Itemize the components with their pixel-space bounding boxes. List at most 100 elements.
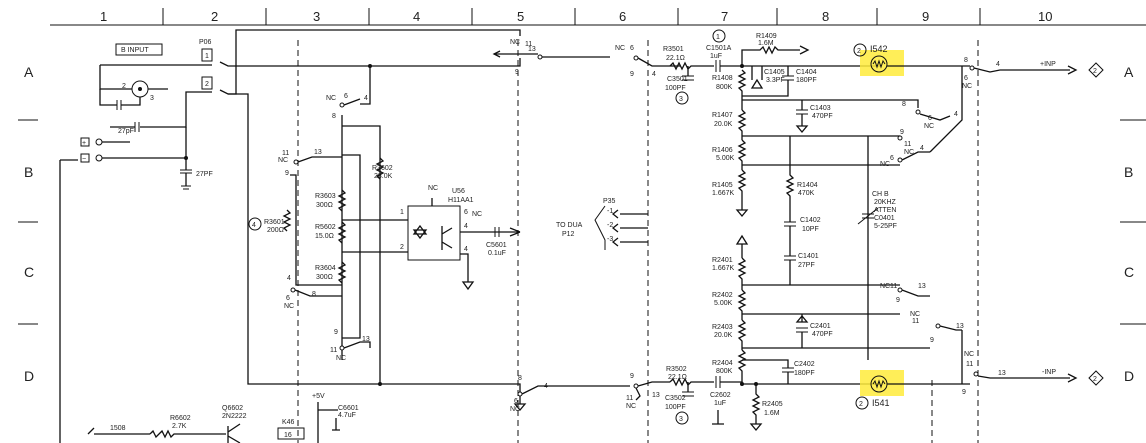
b-input-label: B INPUT — [121, 47, 149, 54]
svg-text:2N2222: 2N2222 — [222, 413, 247, 420]
attenuator-switch-bank: NC 6 4 8 11 NC 13 9 4 R3601 200Ω R3603 3… — [248, 64, 408, 386]
svg-text:2: 2 — [1093, 376, 1097, 383]
callout-4-icon — [248, 217, 262, 231]
callout-1-icon — [712, 29, 726, 43]
col-label-3: 3 — [313, 9, 320, 24]
row-label-c: C — [24, 264, 34, 280]
c6601-label: C6601 — [338, 405, 359, 412]
svg-text:3: 3 — [679, 96, 683, 103]
svg-text:1uF: 1uF — [710, 53, 722, 60]
c5601-label: C5601 — [486, 242, 507, 249]
callout-2b-icon — [855, 396, 869, 410]
c1402-label: C1402 — [800, 217, 821, 224]
row-label-c-right: C — [1124, 264, 1134, 280]
right-ruler: A B C D — [1120, 64, 1146, 384]
relay-driver: 1508 R6602 2.7K Q6602 2N2222 K46 16 +5V … — [87, 393, 359, 443]
c1404-label: C1404 — [796, 69, 817, 76]
r2403-label: R2403 — [712, 324, 733, 331]
col-label-8: 8 — [822, 9, 829, 24]
col-label-7: 7 — [721, 9, 728, 24]
svg-text:4: 4 — [252, 222, 256, 229]
i541-group: 2 I541 9 NC 11 13 -INP 2 — [855, 351, 1104, 410]
ground-icon — [461, 281, 475, 291]
u56-optocoupler: NC U56 H11AA1 1 2 6 NC 4 4 C5601 0.1uF — [400, 185, 521, 291]
svg-text:9: 9 — [630, 373, 634, 380]
row-label-a: A — [24, 64, 34, 80]
r3502-label: R3502 — [666, 366, 687, 373]
svg-text:1.667K: 1.667K — [712, 265, 735, 272]
b-input-block: B INPUT P06 1 2 2 3 27pF + − 27PF — [80, 39, 213, 190]
r3601-label: R3601 — [264, 219, 285, 226]
svg-text:2: 2 — [122, 83, 126, 90]
net-1508-label: 1508 — [110, 425, 126, 432]
svg-text:NC: NC — [336, 355, 346, 362]
svg-text:NC: NC — [472, 211, 482, 218]
svg-text:11: 11 — [890, 283, 897, 290]
svg-text:6: 6 — [964, 75, 968, 82]
u56-label: U56 — [452, 188, 465, 195]
input-series-top: R3501 22.1Ω 1 C1501A 1uF C3501 100PF 3 R… — [663, 29, 880, 105]
svg-text:13: 13 — [528, 46, 536, 53]
switch-col5-top: NC 11 13 9 NC 6 4 9 — [492, 39, 680, 78]
r1408-label: R1408 — [712, 75, 733, 82]
svg-text:13: 13 — [956, 323, 964, 330]
svg-text:NC: NC — [962, 83, 972, 90]
plus-inp-label: +INP — [1040, 61, 1056, 68]
svg-text:P12: P12 — [562, 231, 575, 238]
i541-label: I541 — [872, 398, 890, 408]
r1409-label: R1409 — [756, 33, 777, 40]
svg-text:8: 8 — [902, 101, 906, 108]
svg-text:11: 11 — [330, 347, 337, 354]
plus-terminal-icon — [80, 137, 90, 147]
c2401-label: C2401 — [810, 323, 831, 330]
svg-text:8: 8 — [312, 291, 316, 298]
svg-text:100PF: 100PF — [665, 85, 686, 92]
svg-text:ATTEN: ATTEN — [874, 207, 896, 214]
svg-text:-1: -1 — [607, 208, 613, 215]
svg-text:13: 13 — [314, 149, 322, 156]
svg-text:9: 9 — [930, 337, 934, 344]
row-label-d-right: D — [1124, 368, 1134, 384]
svg-text:NC: NC — [510, 39, 520, 46]
svg-text:100PF: 100PF — [665, 404, 686, 411]
svg-text:NC: NC — [924, 123, 934, 130]
svg-text:6: 6 — [890, 155, 894, 162]
cap-27pf-a: 27pF — [118, 128, 134, 135]
c0401-label: C0401 — [874, 215, 895, 222]
svg-text:9: 9 — [900, 129, 904, 136]
svg-text:13: 13 — [918, 283, 926, 290]
svg-text:4.7uF: 4.7uF — [338, 412, 356, 419]
col-label-10: 10 — [1038, 9, 1052, 24]
svg-text:2: 2 — [400, 244, 404, 251]
svg-text:20KHZ: 20KHZ — [874, 199, 897, 206]
r1404-label: R1404 — [797, 182, 818, 189]
input-wiring — [59, 29, 521, 443]
svg-text:470K: 470K — [798, 190, 815, 197]
svg-text:5.00K: 5.00K — [714, 300, 733, 307]
col-label-2: 2 — [211, 9, 218, 24]
svg-text:22.1Ω: 22.1Ω — [666, 55, 685, 62]
minus-terminal-icon — [80, 153, 90, 163]
svg-text:+: + — [82, 140, 86, 147]
svg-text:2: 2 — [859, 401, 863, 408]
svg-text:27PF: 27PF — [798, 262, 815, 269]
svg-text:28.0K: 28.0K — [374, 173, 393, 180]
svg-text:5.00K: 5.00K — [716, 155, 735, 162]
p06-label: P06 — [199, 39, 212, 46]
svg-text:NC: NC — [964, 351, 974, 358]
left-ruler: A B C D — [18, 64, 38, 384]
svg-text:NC: NC — [904, 149, 914, 156]
c1501a-label: C1501A — [706, 45, 732, 52]
i542-label: I542 — [870, 44, 888, 54]
svg-text:3.3PF: 3.3PF — [766, 77, 785, 84]
svg-text:-3: -3 — [607, 236, 613, 243]
svg-text:11: 11 — [966, 361, 973, 368]
q6602-label: Q6602 — [222, 405, 243, 412]
switch-bank-col9: 8 6 NC 4 9 11 NC NC 6 4 NC 11 13 9 NC 11… — [880, 66, 964, 384]
svg-text:1.6M: 1.6M — [764, 410, 780, 417]
svg-text:2: 2 — [857, 48, 861, 55]
plus5v-label: +5V — [312, 393, 325, 400]
r2404-label: R2404 — [712, 360, 733, 367]
svg-text:NC: NC — [326, 95, 336, 102]
svg-text:NC: NC — [278, 157, 288, 164]
